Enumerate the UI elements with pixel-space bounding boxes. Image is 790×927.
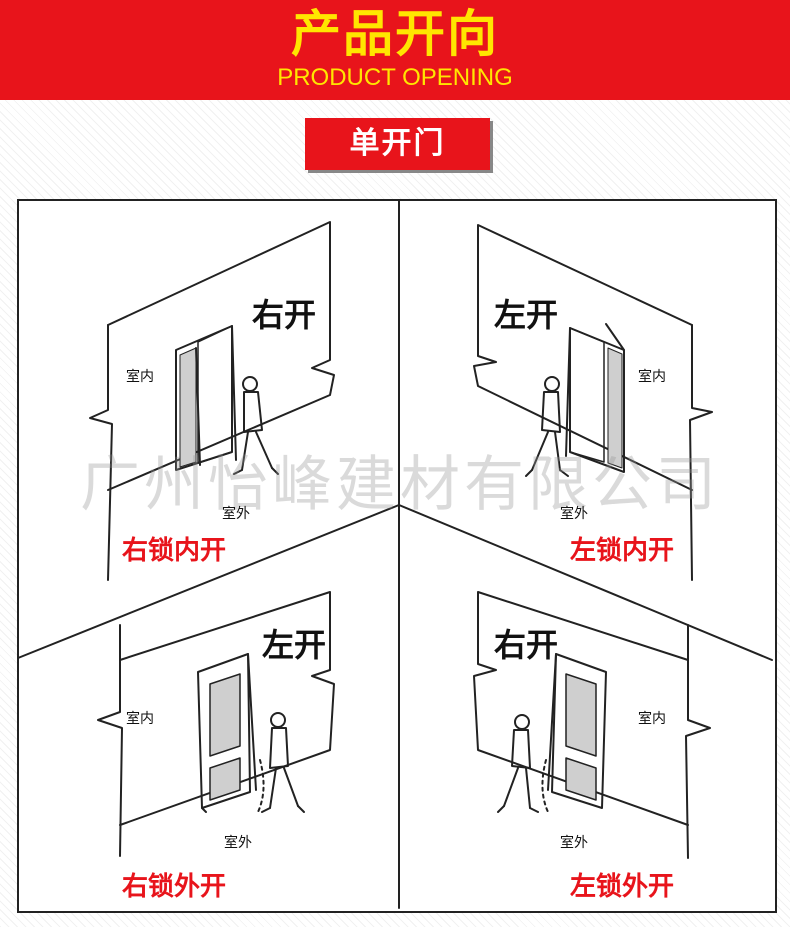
- q2-opening-label: 左开: [494, 296, 559, 334]
- q2-type-label: 左锁内开: [570, 536, 675, 566]
- q2-indoor-label: 室内: [638, 369, 666, 385]
- q4-opening-label: 右开: [494, 626, 559, 664]
- q1-outdoor-label: 室外: [222, 506, 250, 522]
- q4-door: [541, 653, 607, 813]
- q1-indoor-label: 室内: [126, 369, 154, 385]
- q1-opening-label: 右开: [252, 296, 317, 334]
- q4-indoor-label: 室内: [638, 711, 666, 727]
- q2-walls: [473, 224, 713, 581]
- q1-person: [233, 376, 279, 475]
- q2-person: [525, 376, 569, 477]
- q3-walls: [97, 591, 335, 857]
- q4-walls: [473, 591, 711, 859]
- q1-type-label: 右锁内开: [122, 536, 227, 566]
- q1-walls: [89, 221, 335, 581]
- q3-indoor-label: 室内: [126, 711, 154, 727]
- header-subtitle: PRODUCT OPENING: [277, 64, 513, 91]
- door-diagram-panel: [17, 199, 777, 913]
- header-title: 产品开向: [291, 5, 499, 63]
- section-tag: 单开门: [305, 118, 490, 170]
- divider-left-diagonal: [17, 504, 400, 659]
- watermark: 广州怡峰建材有限公司: [80, 450, 720, 520]
- q4-type-label: 左锁外开: [570, 872, 675, 902]
- q3-door: [197, 653, 265, 813]
- divider-right-diagonal: [398, 504, 773, 661]
- q4-outdoor-label: 室外: [560, 835, 588, 851]
- q3-person: [261, 712, 305, 813]
- q2-outdoor-label: 室外: [560, 506, 588, 522]
- q3-outdoor-label: 室外: [224, 835, 252, 851]
- q1-door: [175, 325, 237, 471]
- q3-type-label: 右锁外开: [122, 872, 227, 902]
- q3-opening-label: 左开: [262, 626, 327, 664]
- q4-person: [497, 714, 539, 813]
- q2-door: [565, 323, 625, 473]
- header-banner: 产品开向 PRODUCT OPENING: [0, 0, 790, 100]
